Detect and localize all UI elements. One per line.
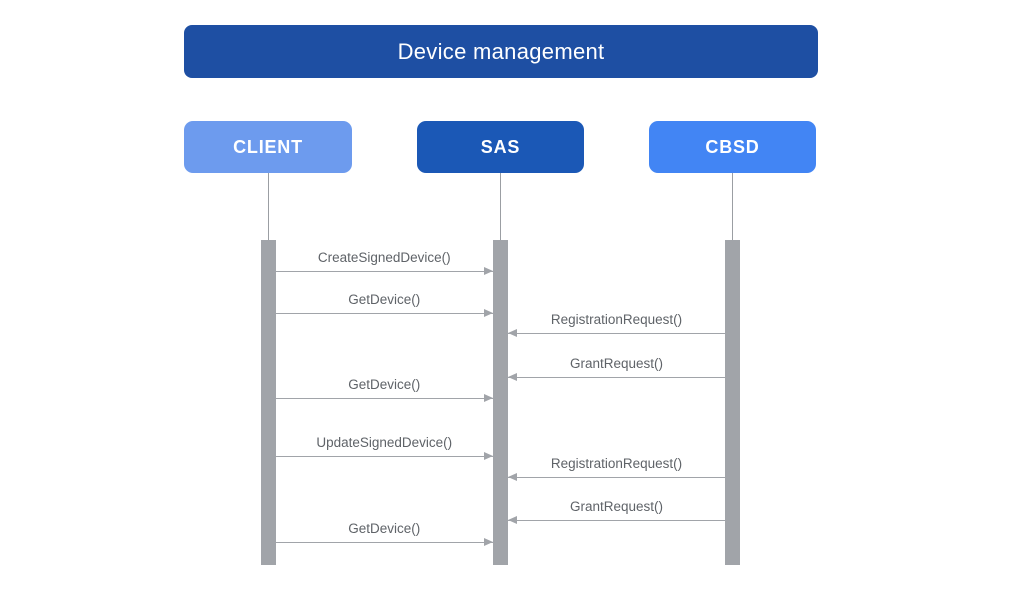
message-line <box>275 271 493 272</box>
lifeline-client <box>267 173 269 240</box>
message-arrowhead <box>484 452 493 460</box>
message-label: GrantRequest() <box>569 499 664 514</box>
message-arrowhead <box>484 309 493 317</box>
diagram-title-bar: Device management <box>184 25 818 78</box>
message-label: GetDevice() <box>348 521 421 536</box>
message-line <box>275 456 493 457</box>
message-arrowhead <box>484 267 493 275</box>
activation-bar-client <box>260 240 276 565</box>
message-label: GrantRequest() <box>569 356 664 371</box>
message-label: CreateSignedDevice() <box>317 250 451 265</box>
message-label: GetDevice() <box>348 377 421 392</box>
activation-bar-cbsd <box>725 240 740 565</box>
message-arrowhead <box>508 516 517 524</box>
message-label: GetDevice() <box>348 292 421 307</box>
message-label: RegistrationRequest() <box>550 312 683 327</box>
message-line <box>508 477 725 478</box>
message-line <box>508 333 725 334</box>
message-label: UpdateSignedDevice() <box>316 435 453 450</box>
message-arrowhead <box>508 329 517 337</box>
message-label: RegistrationRequest() <box>550 456 683 471</box>
message-arrowhead <box>508 473 517 481</box>
message-arrowhead <box>508 373 517 381</box>
message-line <box>508 377 725 378</box>
lifeline-sas <box>500 173 501 240</box>
activation-bar-sas <box>493 240 508 565</box>
message-line <box>275 542 493 543</box>
message-arrowhead <box>484 538 493 546</box>
diagram-title: Device management <box>397 38 605 64</box>
lifeline-cbsd <box>732 173 733 240</box>
actor-box-client: CLIENT <box>184 121 352 173</box>
message-line <box>275 398 493 399</box>
message-arrowhead <box>484 394 493 402</box>
actor-box-sas: SAS <box>417 121 584 173</box>
message-line <box>275 313 493 314</box>
actor-box-cbsd: CBSD <box>649 121 816 173</box>
message-line <box>508 520 725 521</box>
